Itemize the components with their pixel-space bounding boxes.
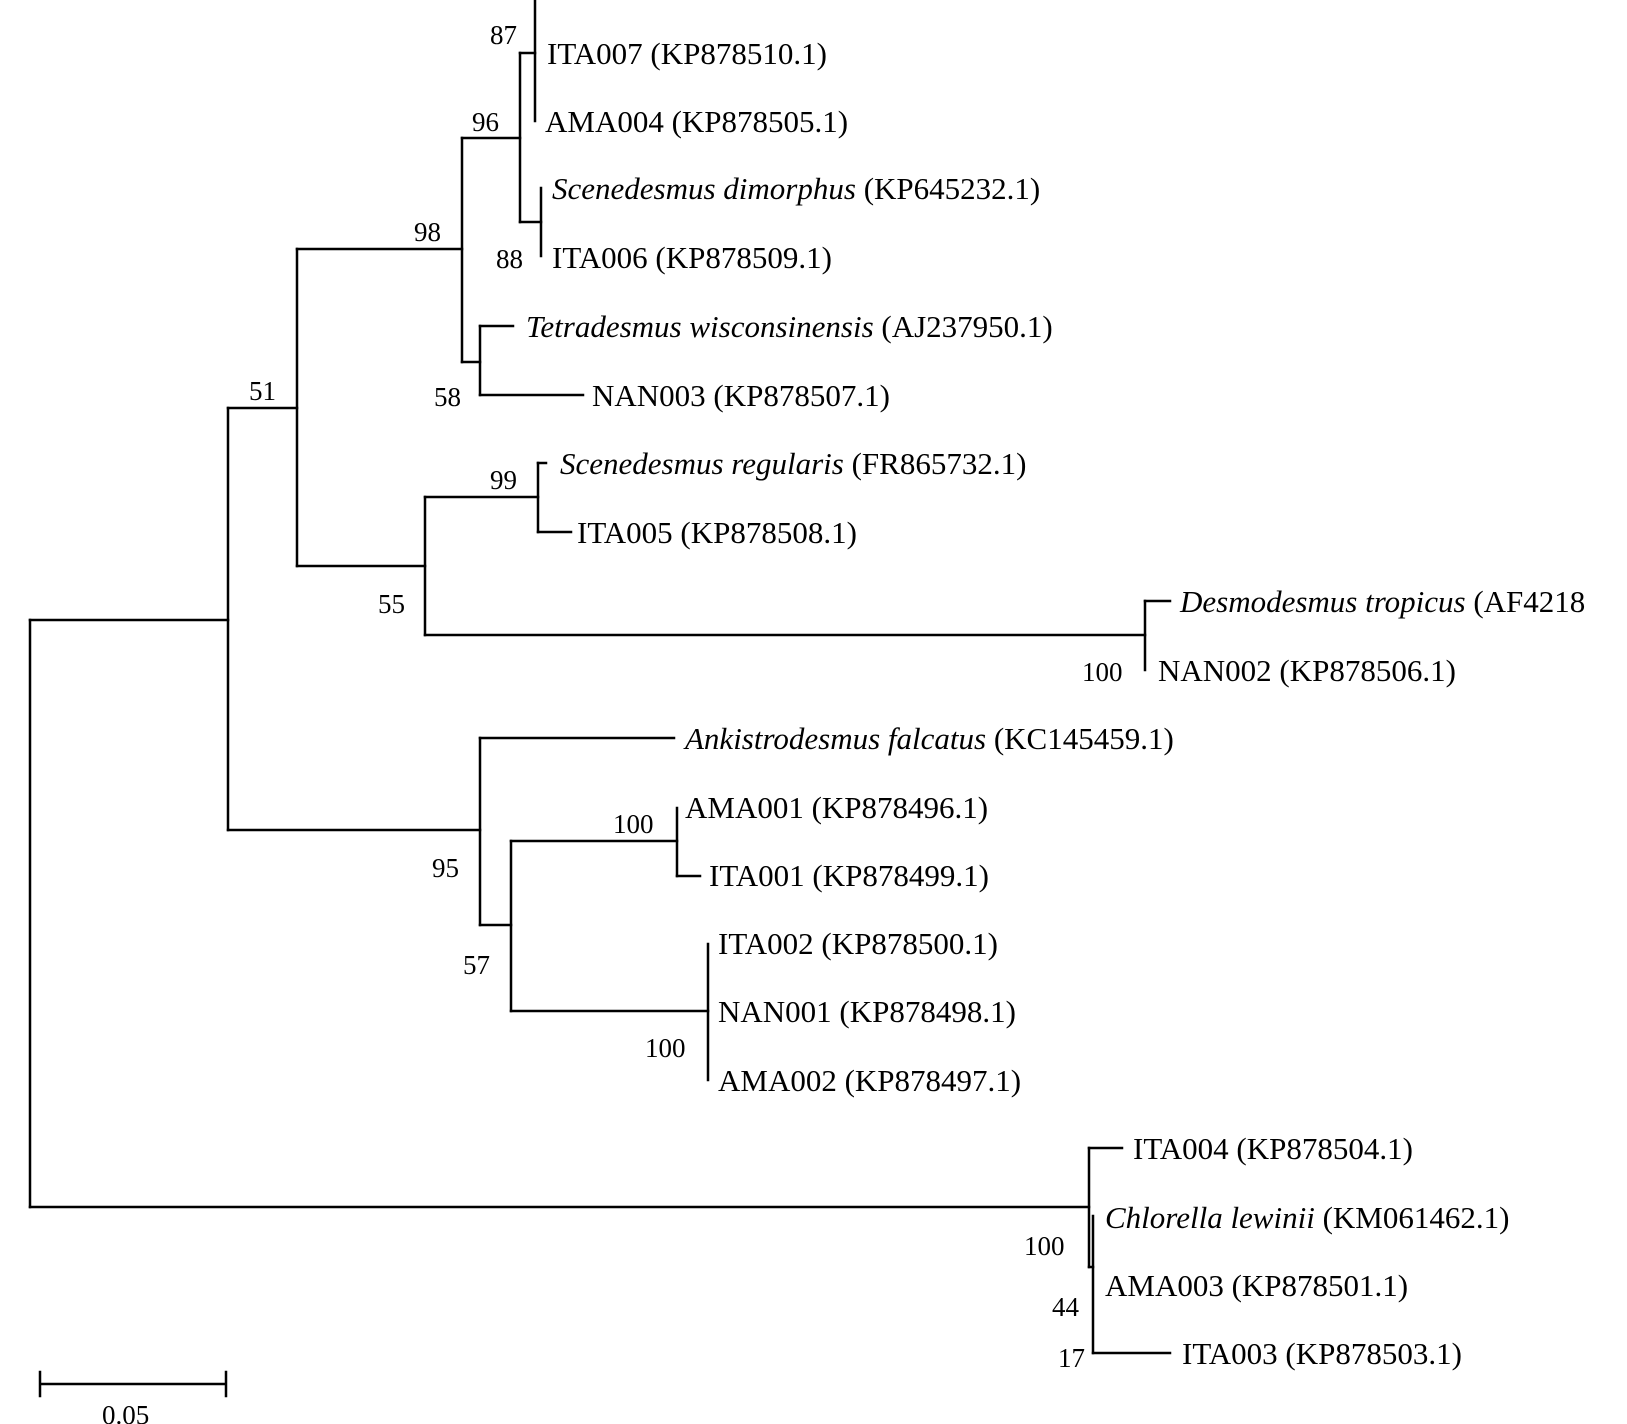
leaf-d-tropicus: Desmodesmus tropicus (AF4218 (1179, 584, 1585, 619)
leaf-ama002: AMA002 (KP878497.1) (718, 1063, 1021, 1098)
leaf-ita002: ITA002 (KP878500.1) (718, 926, 998, 961)
bootstrap-label: 57 (463, 950, 490, 980)
leaf-ita007: ITA007 (KP878510.1) (547, 36, 827, 71)
bootstrap-label: 95 (432, 853, 459, 883)
leaf-ita004: ITA004 (KP878504.1) (1133, 1131, 1413, 1166)
leaf-a-falcatus: Ankistrodesmus falcatus (KC145459.1) (683, 721, 1174, 756)
bootstrap-label: 87 (490, 20, 517, 50)
bootstrap-label: 96 (472, 107, 499, 137)
leaf-nan003: NAN003 (KP878507.1) (592, 378, 890, 413)
bootstrap-label: 17 (1058, 1343, 1085, 1373)
leaf-c-lewinii: Chlorella lewinii (KM061462.1) (1105, 1200, 1509, 1235)
tree-branches (28, 0, 1172, 1398)
bootstrap-label: 98 (414, 217, 441, 247)
bootstrap-values: 87 96 98 88 58 51 99 55 100 95 100 57 10… (249, 20, 1123, 1373)
leaf-labels: ITA007 (KP878510.1) AMA004 (KP878505.1) … (526, 36, 1585, 1371)
leaf-ita001: ITA001 (KP878499.1) (709, 858, 989, 893)
leaf-ita005: ITA005 (KP878508.1) (577, 515, 857, 550)
bootstrap-label: 44 (1052, 1292, 1080, 1322)
bootstrap-label: 99 (490, 465, 517, 495)
bootstrap-label: 100 (1024, 1231, 1065, 1261)
leaf-ita006: ITA006 (KP878509.1) (552, 240, 832, 275)
bootstrap-label: 55 (378, 589, 405, 619)
bootstrap-label: 100 (613, 809, 654, 839)
leaf-nan001: NAN001 (KP878498.1) (718, 994, 1016, 1029)
leaf-ita003: ITA003 (KP878503.1) (1182, 1336, 1462, 1371)
leaf-ama004: AMA004 (KP878505.1) (545, 104, 848, 139)
leaf-nan002: NAN002 (KP878506.1) (1158, 653, 1456, 688)
scale-bar (38, 1370, 228, 1398)
leaf-t-wisconsinensis: Tetradesmus wisconsinensis (AJ237950.1) (526, 309, 1053, 344)
bootstrap-label: 100 (1082, 657, 1123, 687)
bootstrap-label: 58 (434, 382, 461, 412)
leaf-s-dimorphus: Scenedesmus dimorphus (KP645232.1) (552, 171, 1040, 206)
bootstrap-label: 51 (249, 376, 276, 406)
leaf-s-regularis: Scenedesmus regularis (FR865732.1) (560, 446, 1026, 481)
leaf-ama003: AMA003 (KP878501.1) (1105, 1268, 1408, 1303)
bootstrap-label: 88 (496, 244, 523, 274)
leaf-ama001: AMA001 (KP878496.1) (685, 790, 988, 825)
bootstrap-label: 100 (645, 1033, 686, 1063)
scale-bar-label: 0.05 (102, 1400, 149, 1424)
